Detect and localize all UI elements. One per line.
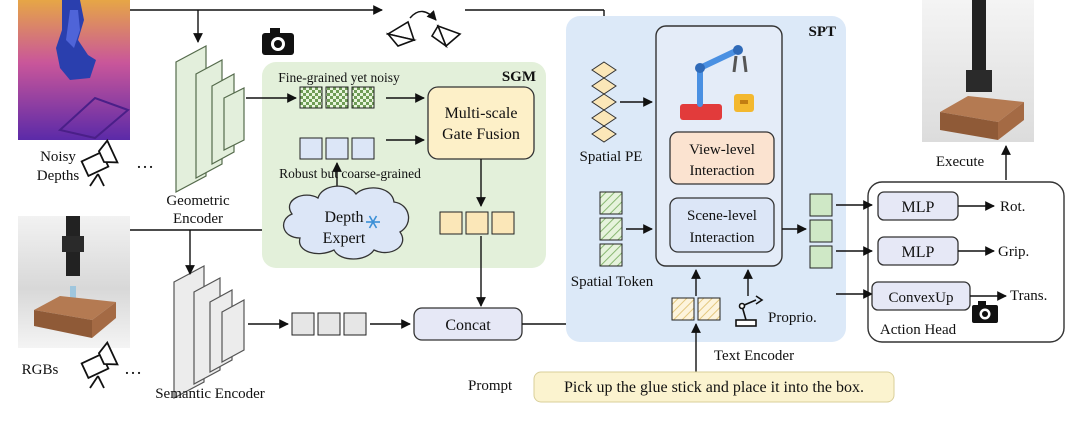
depth-expert — [282, 185, 410, 260]
spatial-token-label: Spatial Token — [571, 274, 654, 290]
execute-image — [922, 0, 1034, 142]
semantic-encoder — [173, 265, 245, 399]
depth-expert-label-1: Depth — [324, 209, 363, 226]
robust-coarse-label: Robust but coarse-grained — [279, 166, 421, 181]
multi-scale-gate-fusion — [427, 86, 535, 160]
text-encoder-label: Text Encoder — [714, 348, 794, 364]
fine-grained-label: Fine-grained yet noisy — [278, 70, 400, 85]
rgbs-label: RGBs — [22, 362, 59, 378]
spatial-pe-label: Spatial PE — [580, 149, 643, 165]
spt-title: SPT — [808, 24, 836, 40]
camera-icon — [262, 28, 294, 55]
ellipsis-depth: … — [136, 152, 154, 172]
spatial-pe-diamonds — [591, 61, 617, 143]
mlp-rot-label: MLP — [902, 199, 935, 216]
concat-label: Concat — [445, 317, 491, 334]
view-level-interaction — [669, 131, 775, 185]
noisy-depths-label-1: Noisy — [40, 149, 76, 165]
grip-label: Grip. — [998, 244, 1029, 260]
geometric-encoder-label-2: Encoder — [173, 211, 223, 227]
noisy-depth-image — [18, 0, 130, 140]
geometric-encoder — [175, 45, 245, 193]
rgb-image — [18, 216, 130, 348]
convexup-label: ConvexUp — [889, 290, 954, 306]
scene-level-interaction — [669, 197, 775, 253]
robot-arm-icon — [680, 45, 754, 120]
noisy-depths-label-2: Depths — [37, 168, 80, 184]
output-tokens — [809, 193, 833, 269]
text-tokens — [671, 297, 721, 321]
proprio-icon — [735, 295, 764, 327]
msgf-label-2: Gate Fusion — [442, 126, 520, 143]
view-level-label-2: Interaction — [690, 163, 755, 179]
camera-views-icon — [80, 138, 119, 187]
ellipsis-rgb: … — [124, 358, 142, 378]
camera-views-icon-rgb — [80, 340, 119, 389]
fine-grained-tokens — [299, 86, 375, 109]
sgm-title: SGM — [502, 69, 536, 85]
spatial-tokens — [599, 191, 623, 267]
snowflake-icon — [366, 215, 380, 229]
semantic-tokens — [291, 312, 367, 336]
prompt-box — [533, 371, 895, 403]
scene-level-label-2: Interaction — [690, 230, 755, 246]
prompt-label: Prompt — [468, 378, 513, 394]
camera-icon-action — [972, 301, 998, 323]
depth-expert-label-2: Expert — [323, 230, 366, 247]
proprio-label: Proprio. — [768, 310, 817, 326]
semantic-encoder-label: Semantic Encoder — [155, 386, 265, 402]
view-level-label-1: View-level — [689, 142, 755, 158]
scene-level-label-1: Scene-level — [687, 208, 757, 224]
mlp-grip-label: MLP — [902, 244, 935, 261]
camera-views-icon-top — [385, 10, 462, 49]
rot-label: Rot. — [1000, 199, 1025, 215]
execute-label: Execute — [936, 154, 985, 170]
coarse-grained-tokens — [299, 137, 375, 160]
prompt-text: Pick up the glue stick and place it into… — [564, 379, 864, 396]
msgf-label-1: Multi-scale — [445, 105, 518, 122]
fused-tokens — [439, 211, 515, 235]
geometric-encoder-label-1: Geometric — [166, 193, 230, 209]
trans-label: Trans. — [1010, 288, 1047, 304]
action-head-label: Action Head — [880, 322, 957, 338]
